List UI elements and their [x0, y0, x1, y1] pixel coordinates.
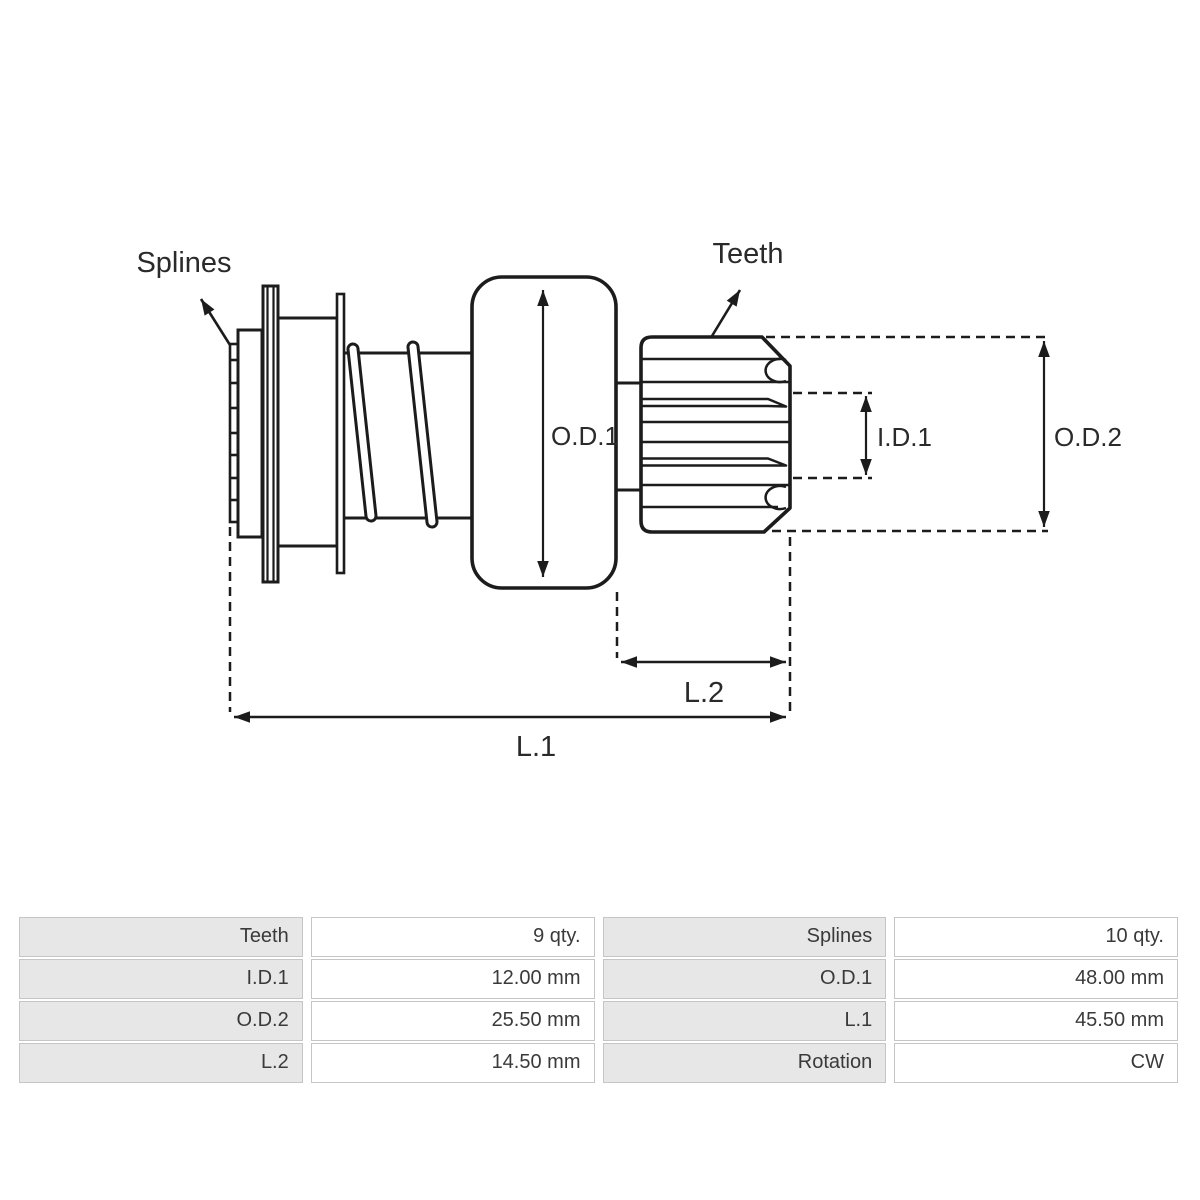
extension-lines — [228, 527, 792, 712]
l1-label: L.1 — [516, 731, 556, 763]
teeth-label: Teeth — [713, 238, 784, 270]
starter-drive-technical-drawing: Splines Teeth O.D.1 I.D.1 O.D.2 — [136, 238, 1122, 763]
spec-value-cell: 10 qty. — [894, 917, 1178, 957]
pinion-outline — [639, 335, 792, 534]
spec-value-cell: 48.00 mm — [894, 959, 1178, 999]
id1-dimension: I.D.1 — [793, 391, 932, 480]
splines-callout: Splines — [136, 247, 232, 346]
spec-table: Teeth 9 qty. Splines 10 qty. I.D.1 12.00… — [19, 917, 1178, 1083]
rear-flange — [335, 292, 346, 575]
hub-drum — [276, 316, 339, 548]
spec-label-cell: Splines — [602, 917, 887, 957]
od1-label: O.D.1 — [551, 421, 619, 451]
spec-value-cell: CW — [894, 1043, 1178, 1083]
spec-label-cell: L.2 — [19, 1043, 303, 1083]
spec-label-cell: Rotation — [602, 1043, 887, 1083]
l2-label: L.2 — [684, 677, 724, 709]
id1-label: I.D.1 — [877, 422, 932, 452]
spec-label-cell: O.D.2 — [19, 1001, 303, 1041]
front-disc — [261, 284, 280, 584]
od2-label: O.D.2 — [1054, 422, 1122, 452]
spec-label-cell: L.1 — [602, 1001, 887, 1041]
splines-label: Splines — [136, 247, 231, 279]
spec-label-cell: O.D.1 — [602, 959, 887, 999]
od2-dimension: O.D.2 — [766, 335, 1122, 533]
pinion-gear — [639, 335, 792, 534]
spec-label-cell: I.D.1 — [19, 959, 303, 999]
spec-value-cell: 12.00 mm — [310, 959, 595, 999]
teeth-callout: Teeth — [710, 238, 784, 337]
spec-label-cell: Teeth — [19, 917, 303, 957]
l1-dimension: L.1 — [234, 711, 786, 763]
spring-coils — [346, 340, 439, 529]
spec-value-cell: 9 qty. — [310, 917, 595, 957]
spec-value-cell: 45.50 mm — [894, 1001, 1178, 1041]
collar — [236, 328, 264, 539]
drive-body — [228, 275, 792, 590]
spec-value-cell: 25.50 mm — [310, 1001, 595, 1041]
gear-teeth-lines — [641, 357, 790, 511]
l2-dimension: L.2 — [621, 656, 786, 709]
spec-value-cell: 14.50 mm — [310, 1043, 595, 1083]
od1-dimension: O.D.1 — [537, 290, 619, 577]
